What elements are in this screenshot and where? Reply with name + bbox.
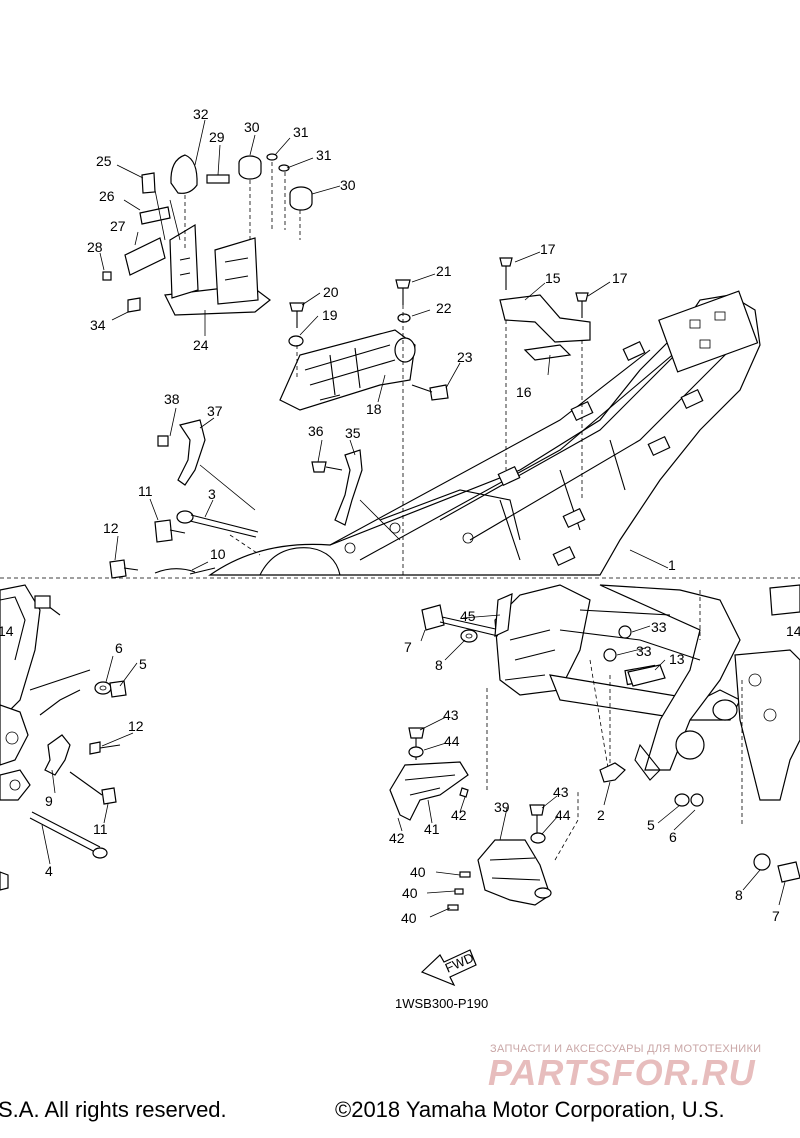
callout-41: 41: [424, 821, 440, 837]
footer-copyright-left: S.A. All rights reserved.: [0, 1097, 227, 1122]
callout-30: 30: [244, 119, 260, 135]
callout-44: 44: [444, 733, 460, 749]
parts-lower-right: [421, 593, 800, 883]
callout-12: 12: [103, 520, 119, 536]
callout-45: 45: [460, 608, 476, 624]
footer-copyright-right: ©2018 Yamaha Motor Corporation, U.S.: [335, 1097, 725, 1122]
callout-44: 44: [555, 807, 571, 823]
callout-42: 42: [451, 807, 467, 823]
main-frame-lower-right: [494, 584, 800, 801]
callout-11: 11: [93, 821, 108, 837]
callout-7: 7: [404, 639, 412, 655]
callout-9: 9: [45, 793, 53, 809]
callout-10: 10: [210, 546, 226, 562]
callout-20: 20: [323, 284, 339, 300]
plate-assembly-15-16: [499, 257, 591, 500]
guard-assembly-41: [389, 688, 488, 821]
callout-24: 24: [193, 337, 209, 353]
callout-40: 40: [401, 910, 417, 926]
callout-13: 13: [669, 651, 685, 667]
watermark-tagline: ЗАПЧАСТИ И АКСЕССУАРЫ ДЛЯ МОТОТЕХНИКИ: [490, 1043, 762, 1055]
callout-5: 5: [647, 817, 655, 833]
callout-2: 2: [597, 807, 605, 823]
callout-12: 12: [128, 718, 144, 734]
callout-35: 35: [345, 425, 361, 441]
callout-17: 17: [612, 270, 628, 286]
callout-26: 26: [99, 188, 115, 204]
callout-30: 30: [340, 177, 356, 193]
callout-43: 43: [443, 707, 459, 723]
callout-43: 43: [553, 784, 569, 800]
callout-6: 6: [115, 640, 123, 656]
callout-18: 18: [366, 401, 382, 417]
callout-29: 29: [209, 129, 225, 145]
callout-25: 25: [96, 153, 112, 169]
callout-numbers: 32 29 30 31 31 30 25 26 27 28 34 24 17 1…: [0, 106, 800, 926]
callout-7: 7: [772, 908, 780, 924]
callout-15: 15: [545, 270, 561, 286]
callout-3: 3: [208, 486, 216, 502]
callout-39: 39: [494, 799, 510, 815]
callout-16: 16: [516, 384, 532, 400]
callout-23: 23: [457, 349, 473, 365]
callout-6: 6: [669, 829, 677, 845]
callout-22: 22: [436, 300, 452, 316]
callout-11: 11: [138, 483, 153, 499]
brackets-35-37: [157, 419, 401, 541]
callout-31: 31: [316, 147, 332, 163]
callout-42: 42: [389, 830, 405, 846]
callout-37: 37: [207, 403, 223, 419]
main-frame-upper: [208, 290, 761, 576]
watermark-logo: PARTSFOR.RU: [488, 1052, 756, 1093]
callout-17: 17: [540, 241, 556, 257]
callout-4: 4: [45, 863, 53, 879]
callout-34: 34: [90, 317, 106, 333]
part-13-block: [627, 664, 666, 687]
callout-28: 28: [87, 239, 103, 255]
callout-1: 1: [668, 557, 676, 573]
main-frame-lower-left: [0, 584, 91, 891]
callout-32: 32: [193, 106, 209, 122]
drawing-code: 1WSB300-P190: [395, 996, 488, 1011]
parts-lower-left: [29, 680, 127, 859]
callout-14: 14: [786, 623, 800, 639]
bolts-upper-left: [109, 510, 261, 579]
battery-cover-assembly: [279, 279, 449, 575]
callout-40: 40: [410, 864, 426, 880]
callout-19: 19: [322, 307, 338, 323]
callout-21: 21: [436, 263, 452, 279]
callout-14: 14: [0, 623, 14, 639]
callout-33: 33: [651, 619, 667, 635]
callout-38: 38: [164, 391, 180, 407]
battery-bracket-assembly: [102, 153, 313, 316]
callout-40: 40: [402, 885, 418, 901]
callout-33: 33: [636, 643, 652, 659]
callout-27: 27: [110, 218, 126, 234]
fwd-arrow: FWD: [420, 949, 477, 987]
part-39-assembly: [447, 790, 579, 911]
callout-36: 36: [308, 423, 324, 439]
callout-8: 8: [735, 887, 743, 903]
callout-5: 5: [139, 656, 147, 672]
leader-lines: [41, 119, 786, 918]
callout-8: 8: [435, 657, 443, 673]
callout-31: 31: [293, 124, 309, 140]
